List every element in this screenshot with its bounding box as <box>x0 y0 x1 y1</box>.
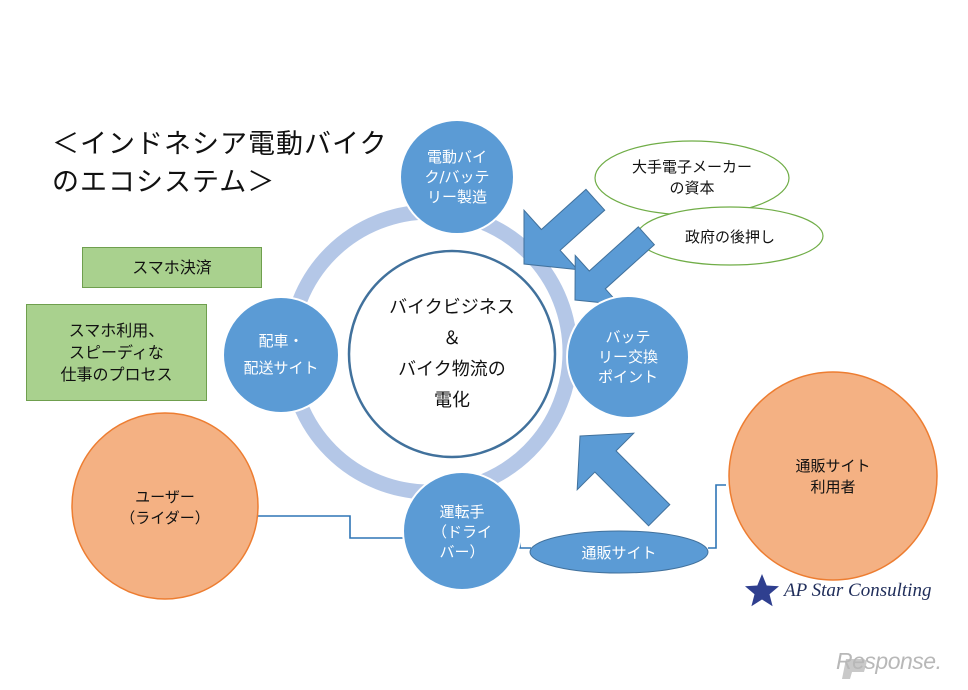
process-box: スマホ利用、 スピーディな 仕事のプロセス <box>26 304 207 401</box>
diagram-title: ＜インドネシア電動バイク のエコシステム＞ <box>52 129 388 198</box>
capital-label: 大手電子メーカー の資本 <box>631 158 752 197</box>
node-battery-swap-label: バッテ リー交換 ポイント <box>597 328 658 386</box>
node-dispatch-label: 配車・ 配送サイト <box>243 332 319 377</box>
response-logo-icon <box>842 659 867 679</box>
government-label: 政府の後押し <box>684 227 775 246</box>
node-manufacturing-label: 電動バイ ク/バッテ リー製造 <box>424 148 490 206</box>
center-label: バイクビジネス ＆ バイク物流の 電化 <box>389 297 515 411</box>
connector-ec-site-ec-user <box>708 484 726 549</box>
rider-label: ユーザー （ライダー） <box>120 488 210 527</box>
node-driver-circle <box>402 471 522 591</box>
star-icon <box>745 574 779 607</box>
watermark: Response. <box>836 648 942 674</box>
brand-name: AP Star Consulting <box>784 580 932 601</box>
ec-site-oval <box>529 530 709 574</box>
brand-logo: AP Star Consulting <box>750 573 940 609</box>
ec-user-label: 通販サイト 利用者 <box>795 457 871 496</box>
center-circle <box>347 249 557 459</box>
node-dispatch-circle <box>222 296 340 414</box>
payment-box: スマホ決済 <box>82 247 262 288</box>
arrow-ec <box>576 432 671 527</box>
connector-rider-driver <box>258 515 407 539</box>
node-driver-label: 運転手 （ドライ バー） <box>431 503 492 561</box>
ec-user-circle <box>728 371 938 581</box>
rider-circle <box>71 412 259 600</box>
node-manufacturing-circle <box>399 119 515 235</box>
arrow-capital <box>523 188 606 271</box>
ec-site-label: 通販サイト <box>581 543 657 562</box>
node-battery-swap-circle <box>566 295 690 419</box>
